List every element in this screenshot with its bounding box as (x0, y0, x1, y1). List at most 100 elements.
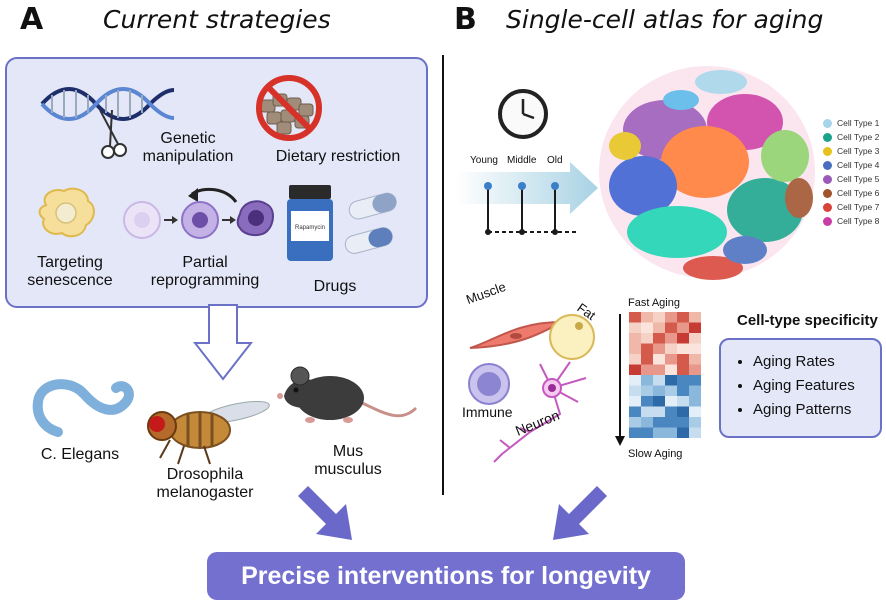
dna-scissors-icon (40, 87, 175, 159)
heatmap-cell (689, 354, 701, 365)
heatmap-cell (641, 427, 653, 438)
heatmap-cell (665, 417, 677, 428)
heatmap-cell (665, 427, 677, 438)
legend-item: Cell Type 8 (823, 214, 885, 228)
specificity-box: Aging Rates Aging Features Aging Pattern… (719, 338, 882, 438)
heatmap-cell (665, 406, 677, 417)
heatmap-cell (665, 385, 677, 396)
heatmap-cell (689, 364, 701, 375)
heatmap-cell (653, 396, 665, 407)
legend-label: Cell Type 5 (837, 174, 880, 184)
heatmap-cell (653, 385, 665, 396)
heatmap-cell (653, 427, 665, 438)
heatmap-cell (689, 427, 701, 438)
panel-b-letter: B (454, 2, 477, 37)
heatmap-cell (653, 406, 665, 417)
specificity-item: Aging Patterns (753, 398, 880, 422)
arrow-b-to-banner-icon (553, 486, 607, 540)
legend-swatch (823, 132, 832, 142)
legend-label: Cell Type 3 (837, 146, 880, 156)
heatmap-cell (629, 333, 641, 344)
legend-item: Cell Type 2 (823, 130, 885, 144)
arrow-a-to-banner-icon (298, 486, 352, 540)
heatmap-cell (653, 364, 665, 375)
heatmap-cell (629, 312, 641, 323)
heatmap-cell (641, 312, 653, 323)
heatmap-cell (677, 385, 689, 396)
panel-a-letter: A (20, 2, 44, 37)
timeline-arrow-icon (456, 162, 598, 235)
heatmap-cell (677, 322, 689, 333)
legend-item: Cell Type 7 (823, 200, 885, 214)
muscle-label: Muscle (464, 278, 508, 308)
heatmap-bottom-label: Slow Aging (628, 448, 683, 460)
genetic-manipulation-label: Genetic manipulation (142, 130, 234, 165)
c-elegans-icon (32, 379, 134, 437)
specificity-item: Aging Rates (753, 350, 880, 374)
heatmap-cell (665, 322, 677, 333)
heatmap-cell (653, 417, 665, 428)
conclusion-banner: Precise interventions for longevity (207, 552, 685, 600)
partial-reprogramming-label: Partial reprogramming (150, 254, 260, 289)
legend-label: Cell Type 6 (837, 188, 880, 198)
heatmap-cell (629, 385, 641, 396)
heatmap-cell (677, 343, 689, 354)
heatmap-cell (677, 333, 689, 344)
rapamycin-bottle-label: Rapamycin (295, 225, 325, 231)
legend-swatch (823, 118, 832, 128)
legend-label: Cell Type 4 (837, 160, 880, 170)
legend-swatch (823, 202, 832, 212)
heatmap-cell (629, 427, 641, 438)
heatmap-cell (689, 406, 701, 417)
heatmap-cell (677, 354, 689, 365)
heatmap-cell (653, 322, 665, 333)
heatmap-cell (641, 354, 653, 365)
drosophila-icon (147, 400, 270, 465)
legend-swatch (823, 146, 832, 156)
heatmap-cell (641, 396, 653, 407)
heatmap-cell (653, 312, 665, 323)
heatmap-cell (653, 333, 665, 344)
legend-swatch (823, 188, 832, 198)
heatmap-cell (653, 354, 665, 365)
heatmap-cell (629, 322, 641, 333)
legend-label: Cell Type 7 (837, 202, 880, 212)
heatmap-cell (677, 375, 689, 386)
heatmap-cell (641, 417, 653, 428)
umap-cluster-plot (599, 66, 815, 280)
mus-musculus-label: Mus musculus (314, 443, 382, 478)
panel-b-title: Single-cell atlas for aging (506, 5, 824, 34)
fat-cell-icon (549, 314, 595, 360)
heatmap-cell (665, 333, 677, 344)
legend-swatch (823, 160, 832, 170)
food-prohibited-icon (256, 75, 322, 141)
c-elegans-label: C. Elegans (40, 446, 120, 463)
heatmap-cell (689, 396, 701, 407)
heatmap-cell (689, 343, 701, 354)
immune-label: Immune (462, 404, 513, 420)
heatmap-cell (629, 364, 641, 375)
heatmap-cell (677, 364, 689, 375)
heatmap-cell (665, 354, 677, 365)
aging-heatmap (615, 312, 701, 446)
heatmap-cell (653, 375, 665, 386)
heatmap-cell (677, 396, 689, 407)
heatmap-cell (665, 396, 677, 407)
clock-icon (498, 89, 548, 139)
heatmap-cell (665, 343, 677, 354)
heatmap-cell (689, 417, 701, 428)
specificity-item: Aging Features (753, 374, 880, 398)
legend-item: Cell Type 5 (823, 172, 885, 186)
drugs-icon: Rapamycin (287, 185, 397, 261)
heatmap-top-label: Fast Aging (628, 297, 680, 309)
legend-item: Cell Type 6 (823, 186, 885, 200)
legend-item: Cell Type 4 (823, 158, 885, 172)
heatmap-cell (629, 417, 641, 428)
heatmap-cell (641, 322, 653, 333)
heatmap-cell (677, 417, 689, 428)
neuron-icon (493, 361, 587, 463)
reprogramming-cells-icon (123, 187, 274, 239)
heatmap-cell (665, 375, 677, 386)
heatmap-cell (689, 375, 701, 386)
